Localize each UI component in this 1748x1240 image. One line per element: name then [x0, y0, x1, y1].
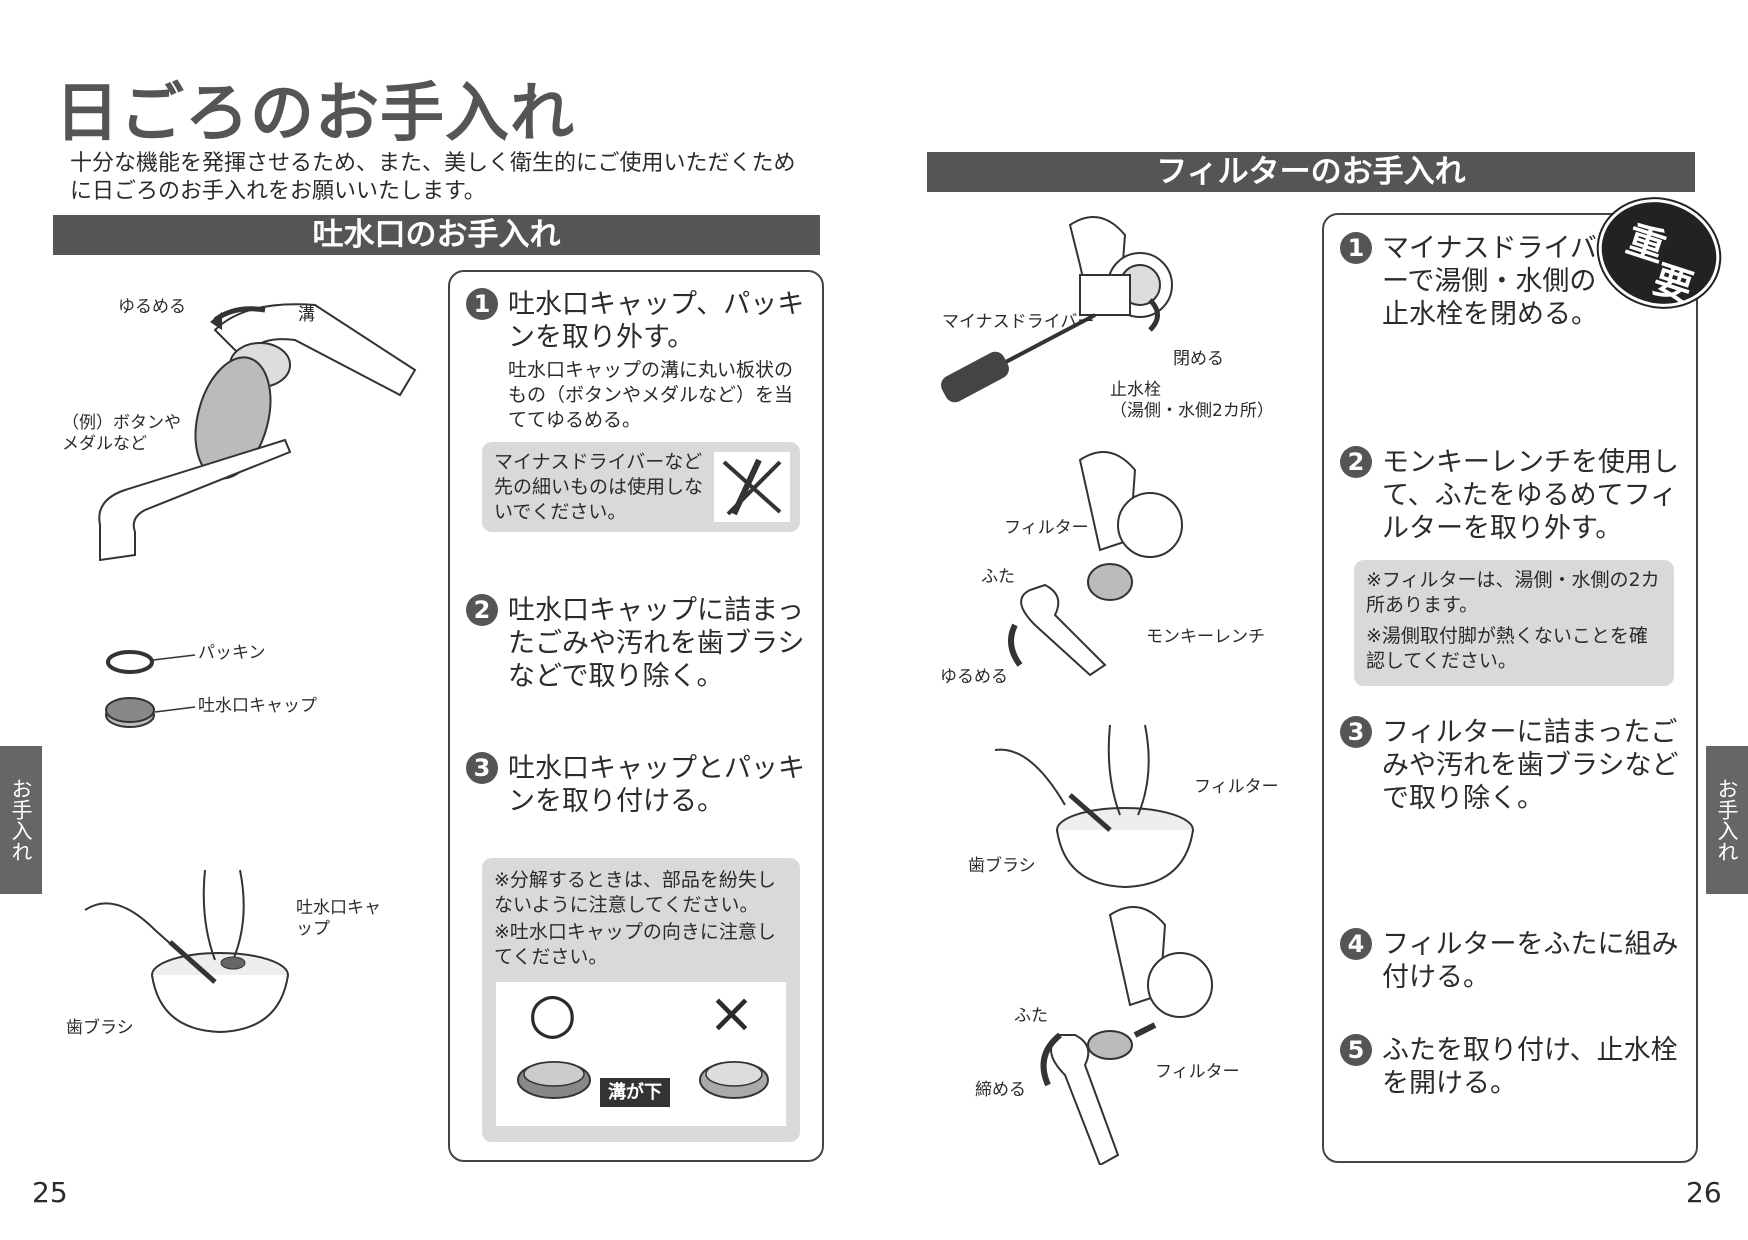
step-text: 吐水口キャップとパッキンを取り付ける。 [466, 752, 806, 818]
note-2: ※湯側取付脚が熱くないことを確認してください。 [1366, 624, 1666, 674]
filter-notes-box: ※フィルターは、湯側・水側の2カ所あります。 ※湯側取付脚が熱くないことを確認し… [1354, 560, 1674, 686]
label-toothbrush: 歯ブラシ [66, 1018, 134, 1039]
spout-step-2: 2 吐水口キャップに詰まったごみや汚れを歯ブラシなどで取り除く。 [466, 594, 806, 693]
label-filter-3: フィルター [1155, 1062, 1240, 1083]
intro-text: 十分な機能を発揮させるため、また、美しく衛生的にご使用いただくために日ごろのお手… [70, 150, 810, 206]
page-title: 日ごろのお手入れ [55, 62, 575, 154]
page-number-left: 25 [32, 1176, 68, 1209]
label-loosen: ゆるめる [118, 297, 186, 318]
label-groove: 溝 [298, 305, 315, 326]
filter-step-2: 2 モンキーレンチを使用して、ふたをゆるめてフィルターを取り外す。 [1340, 446, 1680, 545]
filter-step-5: 5 ふたを取り付け、止水栓を開ける。 [1340, 1034, 1680, 1100]
label-loosen-2: ゆるめる [940, 667, 1008, 688]
page-number-right: 26 [1686, 1176, 1722, 1209]
step-number: 3 [466, 752, 498, 784]
label-example: （例）ボタンやメダルなど [62, 413, 192, 455]
spout-illustrations [55, 270, 445, 1080]
step-number: 4 [1340, 928, 1372, 960]
label-cap: 吐水口キャップ [198, 696, 317, 717]
note-1: ※分解するときは、部品を紛失しないように注意してください。 [494, 868, 792, 918]
step-text: ふたを取り付け、止水栓を開ける。 [1340, 1034, 1680, 1100]
orientation-figure: ○ × 溝が下 [496, 982, 786, 1126]
warning-text: マイナスドライバーなど先の細いものは使用しないでください。 [494, 450, 704, 525]
spout-step-1: 1 吐水口キャップ、パッキンを取り外す。 [466, 288, 806, 354]
filter-step-4: 4 フィルターをふたに組み付ける。 [1340, 928, 1680, 994]
step-number: 1 [1340, 232, 1372, 264]
spout-notes-box: ※分解するときは、部品を紛失しないように注意してください。 ※吐水口キャップの向… [482, 858, 800, 1142]
label-packing: パッキン [198, 643, 266, 664]
filter-step-3: 3 フィルターに詰まったごみや汚れを歯ブラシなどで取り除く。 [1340, 716, 1680, 815]
label-cap-2: 吐水口キャップ [296, 898, 386, 940]
note-2: ※吐水口キャップの向きに注意してください。 [494, 920, 792, 970]
side-tab-right: お手入れ [1706, 746, 1748, 894]
section-header-spout: 吐水口のお手入れ [53, 215, 820, 255]
label-lid-1: ふた [981, 567, 1015, 588]
label-tighten: 締める [975, 1080, 1026, 1101]
groove-down-label: 溝が下 [600, 1078, 670, 1107]
spout-step-3: 3 吐水口キャップとパッキンを取り付ける。 [466, 752, 806, 818]
step-number: 5 [1340, 1034, 1372, 1066]
step-text: フィルターに詰まったごみや汚れを歯ブラシなどで取り除く。 [1340, 716, 1680, 815]
no-screwdriver-icon [714, 452, 790, 522]
warning-box: マイナスドライバーなど先の細いものは使用しないでください。 [482, 442, 800, 532]
label-lid-2: ふた [1014, 1006, 1048, 1027]
correct-symbol: ○ [528, 982, 577, 1046]
filter-steps-panel [1322, 213, 1698, 1163]
label-screwdriver: マイナスドライバー [942, 312, 1094, 333]
label-valve-sub: （湯側・水側2カ所） [1110, 401, 1274, 422]
label-valve: 止水栓 [1110, 380, 1161, 401]
filter-step-1: 1 マイナスドライバーで湯側・水側の止水栓を閉める。 [1340, 232, 1612, 331]
side-tab-left: お手入れ [0, 746, 42, 894]
label-close: 閉める [1173, 349, 1224, 370]
step-number: 2 [1340, 446, 1372, 478]
note-1: ※フィルターは、湯側・水側の2カ所あります。 [1366, 568, 1666, 618]
step-text: フィルターをふたに組み付ける。 [1340, 928, 1680, 994]
spout-step-1-sub: 吐水口キャップの溝に丸い板状のもの（ボタンやメダルなど）を当ててゆるめる。 [508, 358, 806, 433]
label-toothbrush-2: 歯ブラシ [968, 856, 1036, 877]
step-text: 吐水口キャップ、パッキンを取り外す。 [466, 288, 806, 354]
label-filter-1: フィルター [1004, 518, 1089, 539]
step-text: モンキーレンチを使用して、ふたをゆるめてフィルターを取り外す。 [1340, 446, 1680, 545]
section-header-filter: フィルターのお手入れ [927, 152, 1695, 192]
step-number: 2 [466, 594, 498, 626]
wrong-symbol: × [708, 982, 755, 1046]
step-text: 吐水口キャップに詰まったごみや汚れを歯ブラシなどで取り除く。 [466, 594, 806, 693]
label-filter-2: フィルター [1194, 777, 1279, 798]
step-number: 1 [466, 288, 498, 320]
step-number: 3 [1340, 716, 1372, 748]
step-text: マイナスドライバーで湯側・水側の止水栓を閉める。 [1340, 232, 1612, 331]
label-wrench: モンキーレンチ [1146, 627, 1265, 648]
